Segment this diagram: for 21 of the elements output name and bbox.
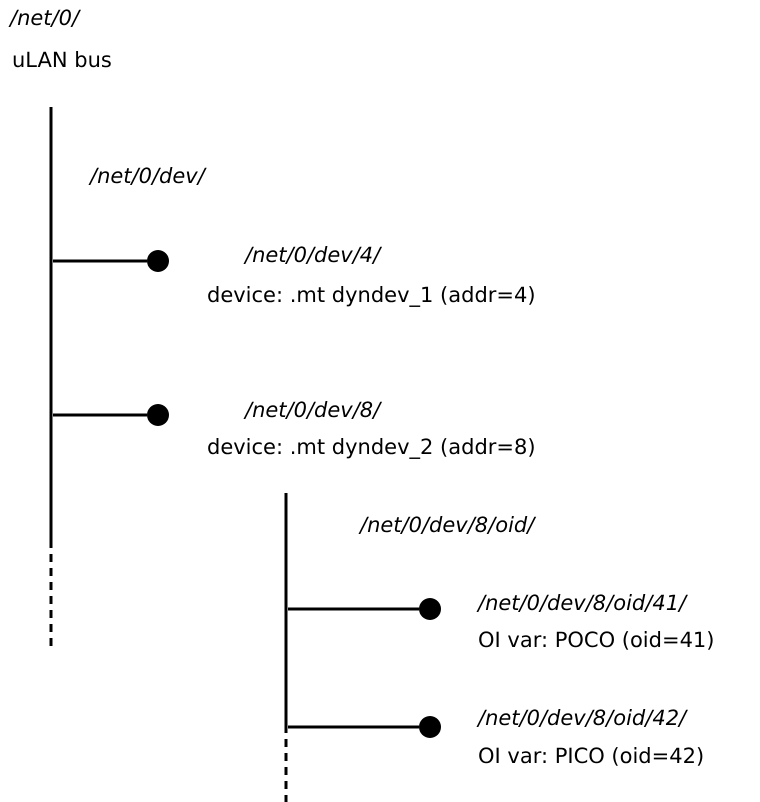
endpoint-dot	[419, 716, 441, 738]
description-label: device: .mt dyndev_1 (addr=4)	[207, 283, 536, 308]
description-label: OI var: POCO (oid=41)	[478, 628, 714, 653]
description-label: OI var: PICO (oid=42)	[478, 744, 704, 769]
bus-line	[284, 493, 288, 802]
branch-line	[288, 608, 419, 610]
endpoint-dot	[147, 404, 169, 426]
description-label: device: .mt dyndev_2 (addr=8)	[207, 435, 536, 460]
branch-line	[53, 414, 147, 416]
path-label: /net/0/dev/4/	[245, 243, 380, 268]
path-label: /net/0/dev/	[90, 164, 205, 189]
path-label: /net/0/dev/8/oid/41/	[478, 591, 686, 616]
endpoint-dot	[419, 598, 441, 620]
path-label: /net/0/dev/8/	[245, 398, 380, 423]
branch-line	[53, 260, 147, 262]
path-label: /net/0/dev/8/oid/	[360, 513, 534, 538]
description-label: uLAN bus	[12, 48, 112, 73]
branch-line	[288, 726, 419, 728]
path-label: /net/0/	[10, 6, 80, 31]
path-label: /net/0/dev/8/oid/42/	[478, 706, 686, 731]
endpoint-dot	[147, 250, 169, 272]
